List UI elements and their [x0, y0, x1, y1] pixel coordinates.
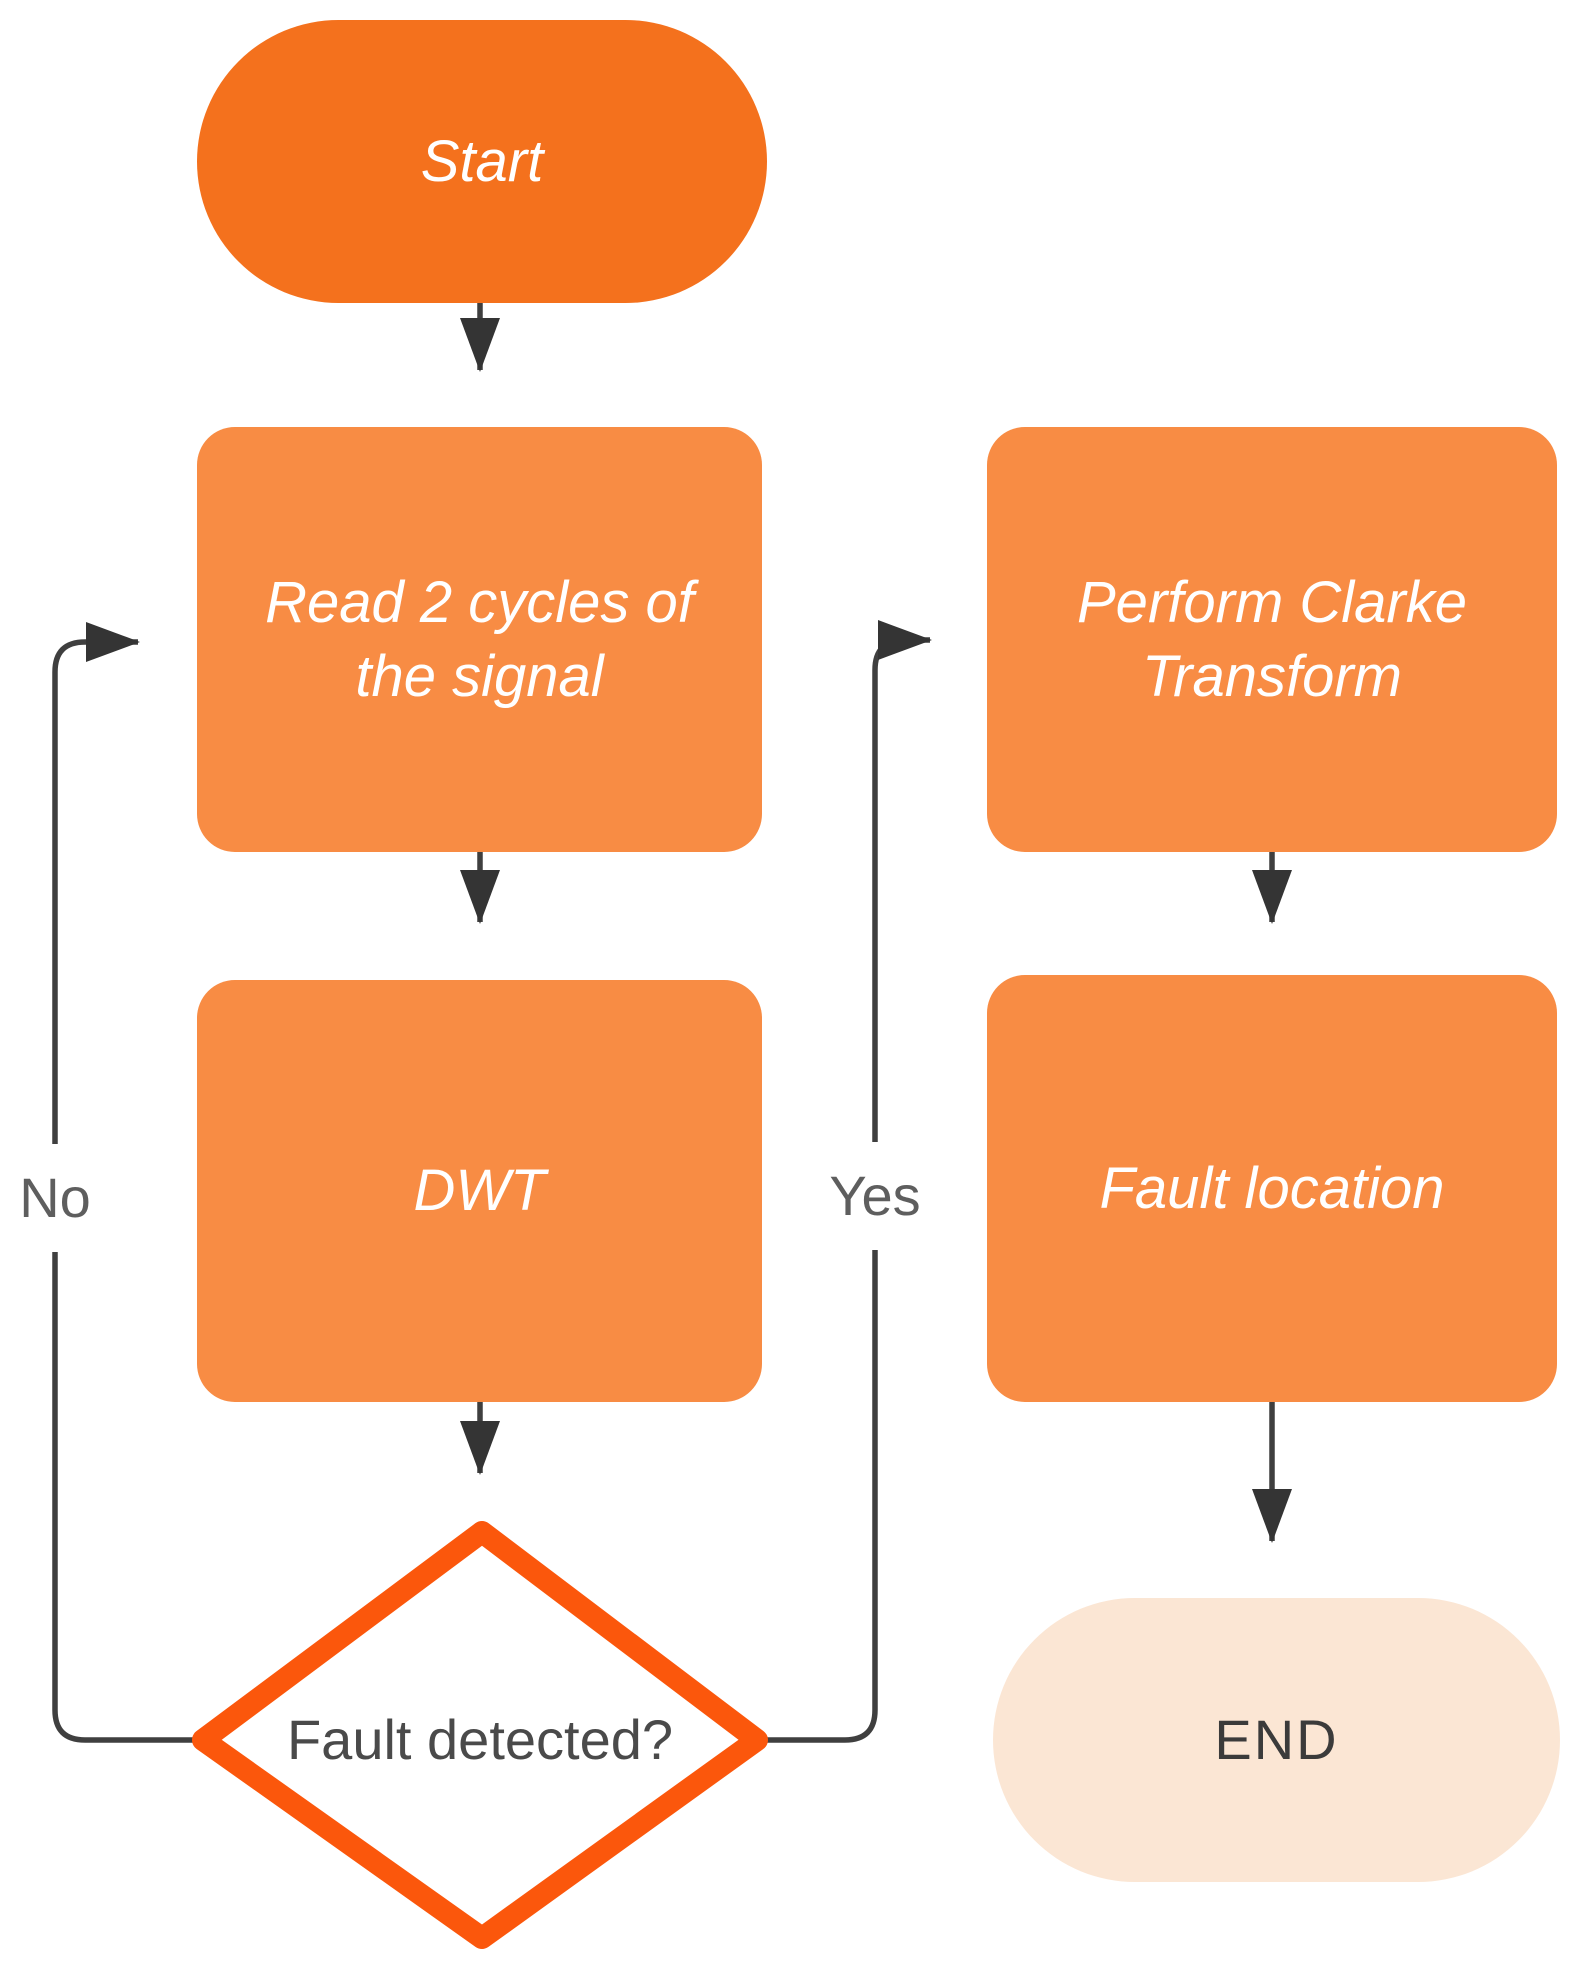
dwt-node: DWT — [197, 980, 762, 1402]
edge-no-upper-segment — [52, 622, 140, 1144]
start-node-label: Start — [420, 128, 544, 194]
edge-no-lower-segment — [52, 1252, 203, 1743]
start-node: Start — [197, 20, 767, 303]
read-signal-node: Read 2 cycles of the signal — [197, 427, 762, 852]
read-signal-node-line2: the signal — [355, 643, 604, 709]
read-signal-node-line1: Read 2 cycles of — [265, 569, 694, 635]
fault-detected-decision-label: Fault detected? — [286, 1708, 674, 1771]
clarke-transform-node-line1: Perform Clarke — [1077, 569, 1467, 635]
fault-location-node: Fault location — [987, 975, 1557, 1402]
clarke-transform-node-line2: Transform — [1142, 643, 1402, 709]
fault-location-node-label: Fault location — [1099, 1155, 1445, 1221]
edge-label-yes: Yes — [829, 1164, 921, 1227]
clarke-transform-node: Perform Clarke Transform — [987, 427, 1557, 852]
end-node: END — [993, 1598, 1560, 1882]
edge-yes-upper-segment — [872, 620, 932, 1142]
edge-label-no: No — [19, 1166, 91, 1229]
edge-yes-lower-segment — [757, 1250, 878, 1743]
end-node-label: END — [1214, 1708, 1339, 1771]
dwt-node-label: DWT — [413, 1158, 546, 1223]
